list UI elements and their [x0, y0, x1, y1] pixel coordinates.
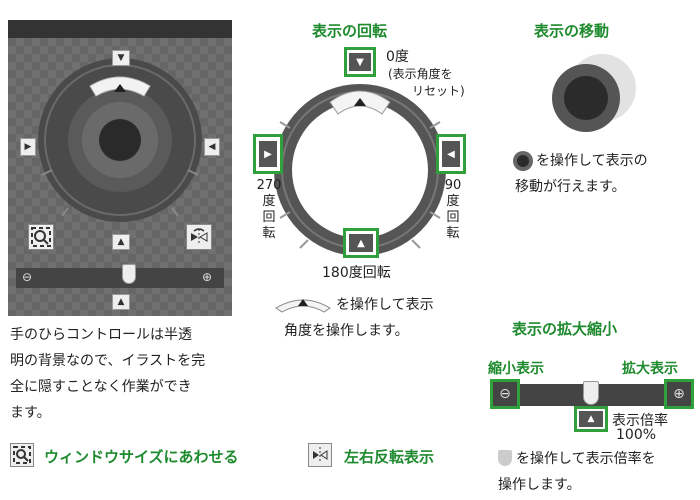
panel-zoom-handle[interactable]	[122, 264, 136, 284]
rotate-270-button[interactable]: ▶	[253, 134, 283, 174]
flip-horizontal-icon	[313, 447, 328, 463]
panel-flip-button[interactable]	[186, 224, 212, 250]
fit-window-icon	[13, 446, 31, 464]
reset-label-2: (表示角度を	[388, 67, 453, 81]
panel-rotate-90-button[interactable]: ◀	[204, 138, 220, 156]
triangle-left-icon: ◀	[442, 141, 460, 167]
zoom-shrink-label: 縮小表示	[488, 361, 544, 377]
reset-label-3: リセット)	[412, 84, 465, 98]
triangle-down-icon: ▼	[349, 53, 371, 71]
panel-rotate-0-button[interactable]: ▼	[112, 50, 130, 66]
fit-window-label: ウィンドウサイズにあわせる	[44, 448, 239, 466]
panel-rotation-ring[interactable]	[8, 20, 232, 316]
panel-move-knob[interactable]	[99, 119, 141, 161]
zoom-reset-button[interactable]: ▲	[574, 406, 608, 432]
zoom-out-button[interactable]: ⊖	[490, 379, 520, 409]
move-desc-1: を操作して表示の	[536, 153, 648, 169]
panel-fit-window-button[interactable]	[28, 224, 54, 250]
rotate-90-button[interactable]: ◀	[436, 134, 466, 174]
rotate-270-label: 270 度 回 転	[256, 178, 282, 241]
triangle-up-icon: ▲	[579, 411, 603, 427]
zoom-enlarge-label: 拡大表示	[622, 361, 678, 377]
rotation-desc-1: を操作して表示	[336, 297, 434, 313]
rotate-180-button[interactable]: ▲	[343, 228, 379, 258]
flip-button[interactable]	[308, 443, 332, 467]
rotation-desc-2: 角度を操作します。	[284, 323, 409, 339]
move-title: 表示の移動	[534, 22, 610, 40]
panel-top-bar	[8, 20, 232, 38]
move-desc-2: 移動が行えます。	[515, 179, 626, 195]
zoom-out-icon: ⊖	[499, 386, 511, 402]
reset-label-1: 0度	[386, 49, 409, 65]
move-knob[interactable]	[564, 76, 608, 120]
panel-zoom-in-icon[interactable]: ⊕	[202, 270, 213, 284]
zoom-handle-icon	[498, 450, 512, 466]
zoom-ratio-value: 100%	[616, 427, 657, 443]
zoom-ratio-label: 表示倍率	[612, 413, 668, 429]
flip-label: 左右反転表示	[344, 448, 435, 466]
rotate-0-button[interactable]: ▼	[344, 47, 376, 77]
rotate-180-label: 180度回転	[322, 265, 391, 281]
fit-window-button[interactable]	[10, 443, 34, 467]
panel-zoom-reset-button[interactable]: ▲	[112, 294, 130, 310]
fit-window-icon	[31, 227, 51, 247]
move-knob-icon	[513, 151, 533, 171]
zoom-in-button[interactable]: ⊕	[664, 379, 694, 409]
zoom-handle[interactable]	[583, 381, 599, 405]
panel-rotate-180-button[interactable]: ▲	[112, 234, 130, 250]
panel-rotate-270-button[interactable]: ▶	[20, 138, 36, 156]
rotation-title: 表示の回転	[312, 22, 388, 40]
triangle-right-icon: ▶	[259, 141, 277, 167]
zoom-desc-1: を操作して表示倍率を	[516, 451, 656, 467]
move-knob-diagram	[552, 54, 636, 132]
panel-zoom-out-icon[interactable]: ⊖	[22, 270, 33, 284]
rotation-handle-icon	[275, 299, 331, 313]
zoom-in-icon: ⊕	[673, 386, 685, 402]
flip-horizontal-icon	[191, 228, 208, 245]
zoom-desc-2: 操作します。	[498, 477, 581, 493]
panel-description: 手のひらコントロールは半透 明の背景なので、イラストを完 全に隠すことなく作業が…	[10, 327, 206, 421]
panel-zoom-slider[interactable]	[16, 268, 224, 288]
hand-control-panel: ▼ ▶ ◀ ▲ ⊖ ⊕ ▲	[8, 20, 232, 316]
rotate-90-label: 90 度 回 転	[444, 178, 462, 241]
triangle-up-icon: ▲	[349, 234, 373, 252]
zoom-title: 表示の拡大縮小	[512, 320, 618, 338]
